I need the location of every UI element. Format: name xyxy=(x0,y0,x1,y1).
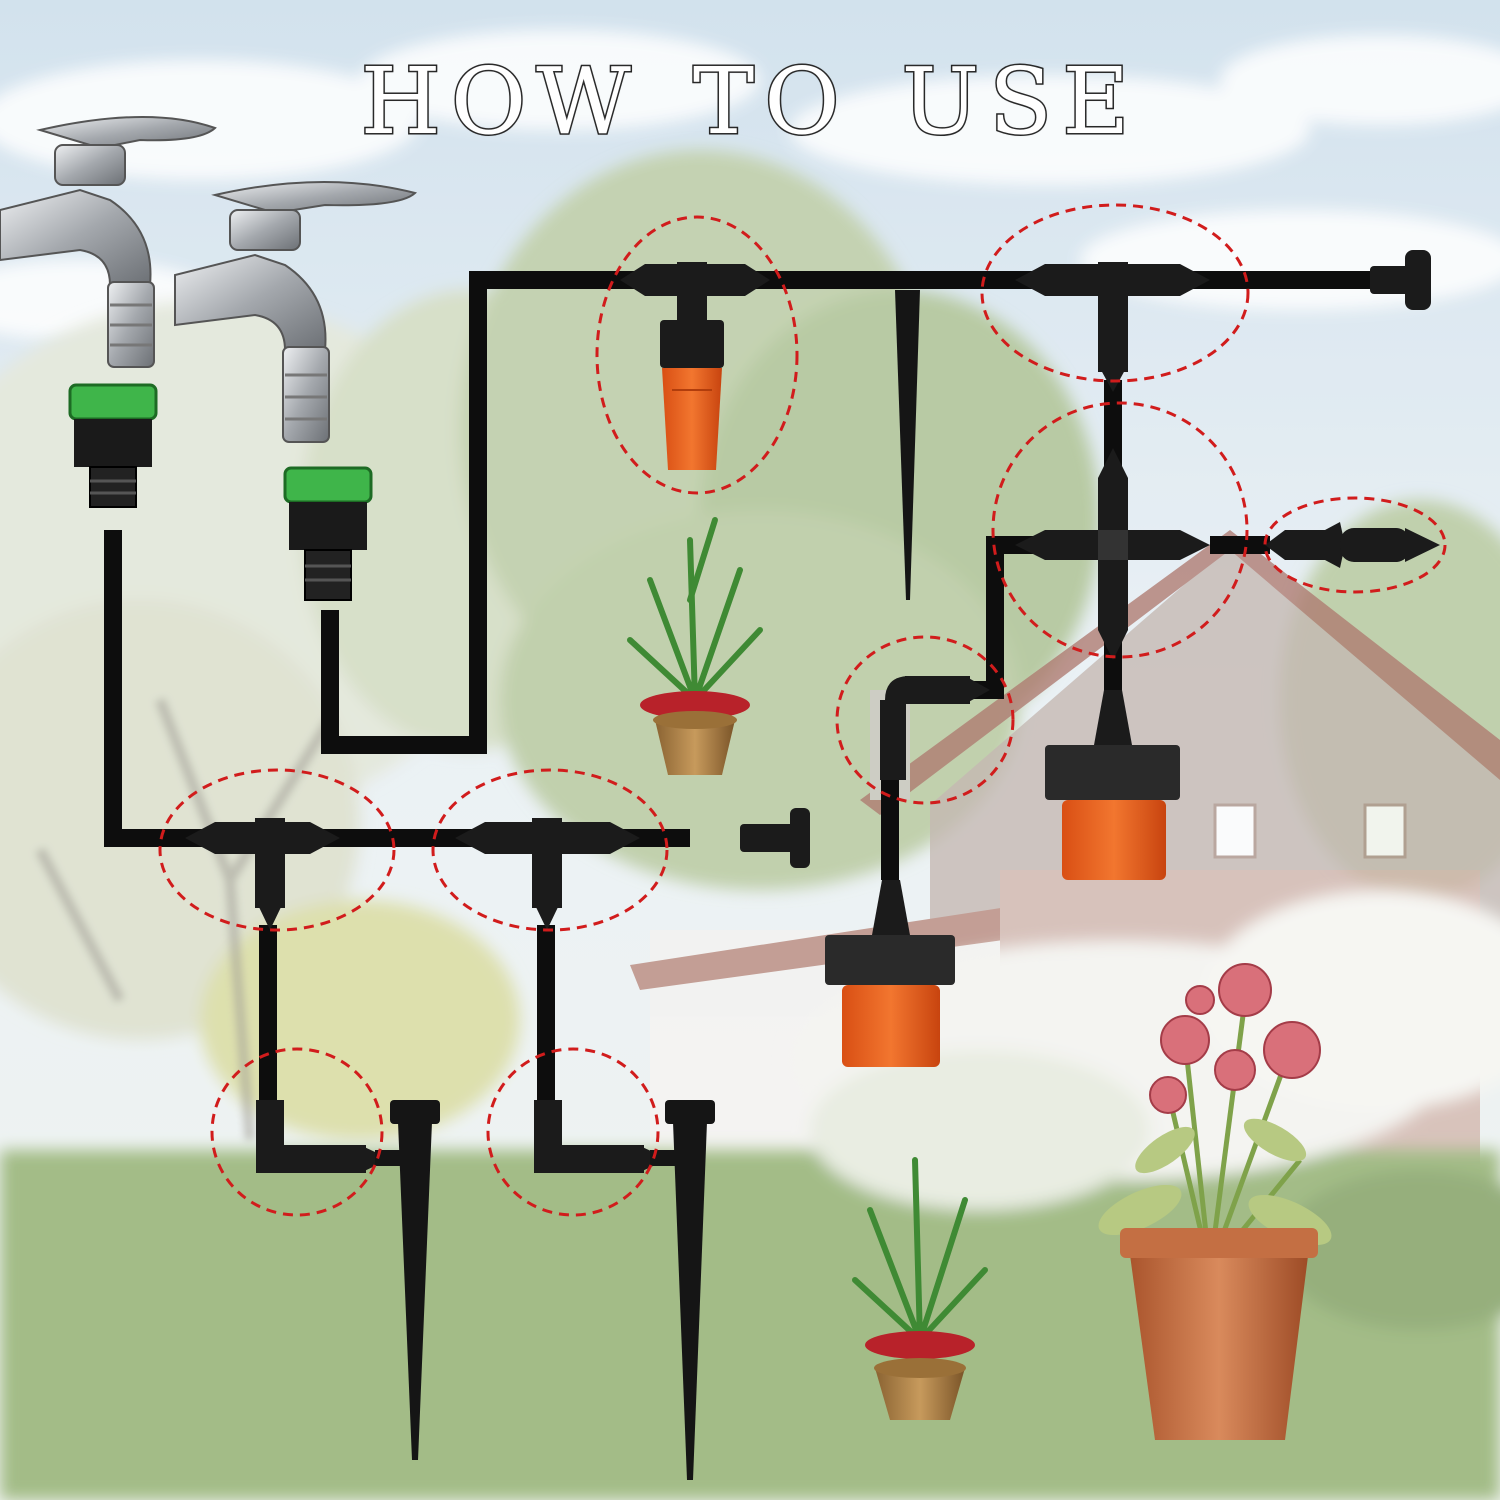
stake-emitter-icon xyxy=(895,290,920,600)
title-word: HOW xyxy=(359,47,641,157)
elbow-connector-icon xyxy=(880,676,990,780)
potted-shrub-icon xyxy=(627,517,763,775)
end-plug-icon xyxy=(1370,250,1431,310)
highlight-ring xyxy=(991,401,1249,659)
stake-emitter-icon xyxy=(650,1100,715,1480)
cross-connector-icon xyxy=(1015,448,1210,660)
tee-connector-icon xyxy=(185,818,340,930)
highlight-ring xyxy=(158,768,396,932)
main-line-right xyxy=(321,271,1385,754)
title-word: TO xyxy=(691,47,850,157)
adjustable-sprinkler-icon xyxy=(1045,690,1180,880)
adjustable-sprinkler-icon xyxy=(825,880,955,1067)
highlight-rings xyxy=(158,203,1447,1217)
stake-emitter-icon xyxy=(375,1100,440,1460)
adjustable-sprinkler-icon xyxy=(662,368,722,470)
highlight-ring xyxy=(980,203,1250,383)
potted-flower-icon xyxy=(1098,963,1332,1440)
faucet-icon xyxy=(174,180,418,443)
tee-connector-icon xyxy=(1015,262,1210,392)
straight-connector-icon xyxy=(1265,522,1440,568)
highlight-ring xyxy=(595,215,799,495)
tee-connector-icon xyxy=(455,818,640,930)
title-word: USE xyxy=(900,47,1140,157)
highlight-ring xyxy=(1263,496,1447,594)
highlight-ring xyxy=(431,768,669,932)
highlight-ring xyxy=(210,1047,384,1217)
potted-shrub-icon xyxy=(852,1157,988,1420)
highlight-ring xyxy=(486,1047,660,1217)
hose-adapter-icon xyxy=(68,383,158,508)
elbow-connector-icon xyxy=(256,1100,390,1173)
highlight-ring xyxy=(835,635,1015,805)
page-title: HOW TO USE xyxy=(0,47,1500,157)
faucet-icon xyxy=(0,116,217,368)
tee-connector-icon xyxy=(620,262,770,368)
end-plug-icon xyxy=(740,808,810,868)
hose-adapter-icon xyxy=(283,466,373,601)
